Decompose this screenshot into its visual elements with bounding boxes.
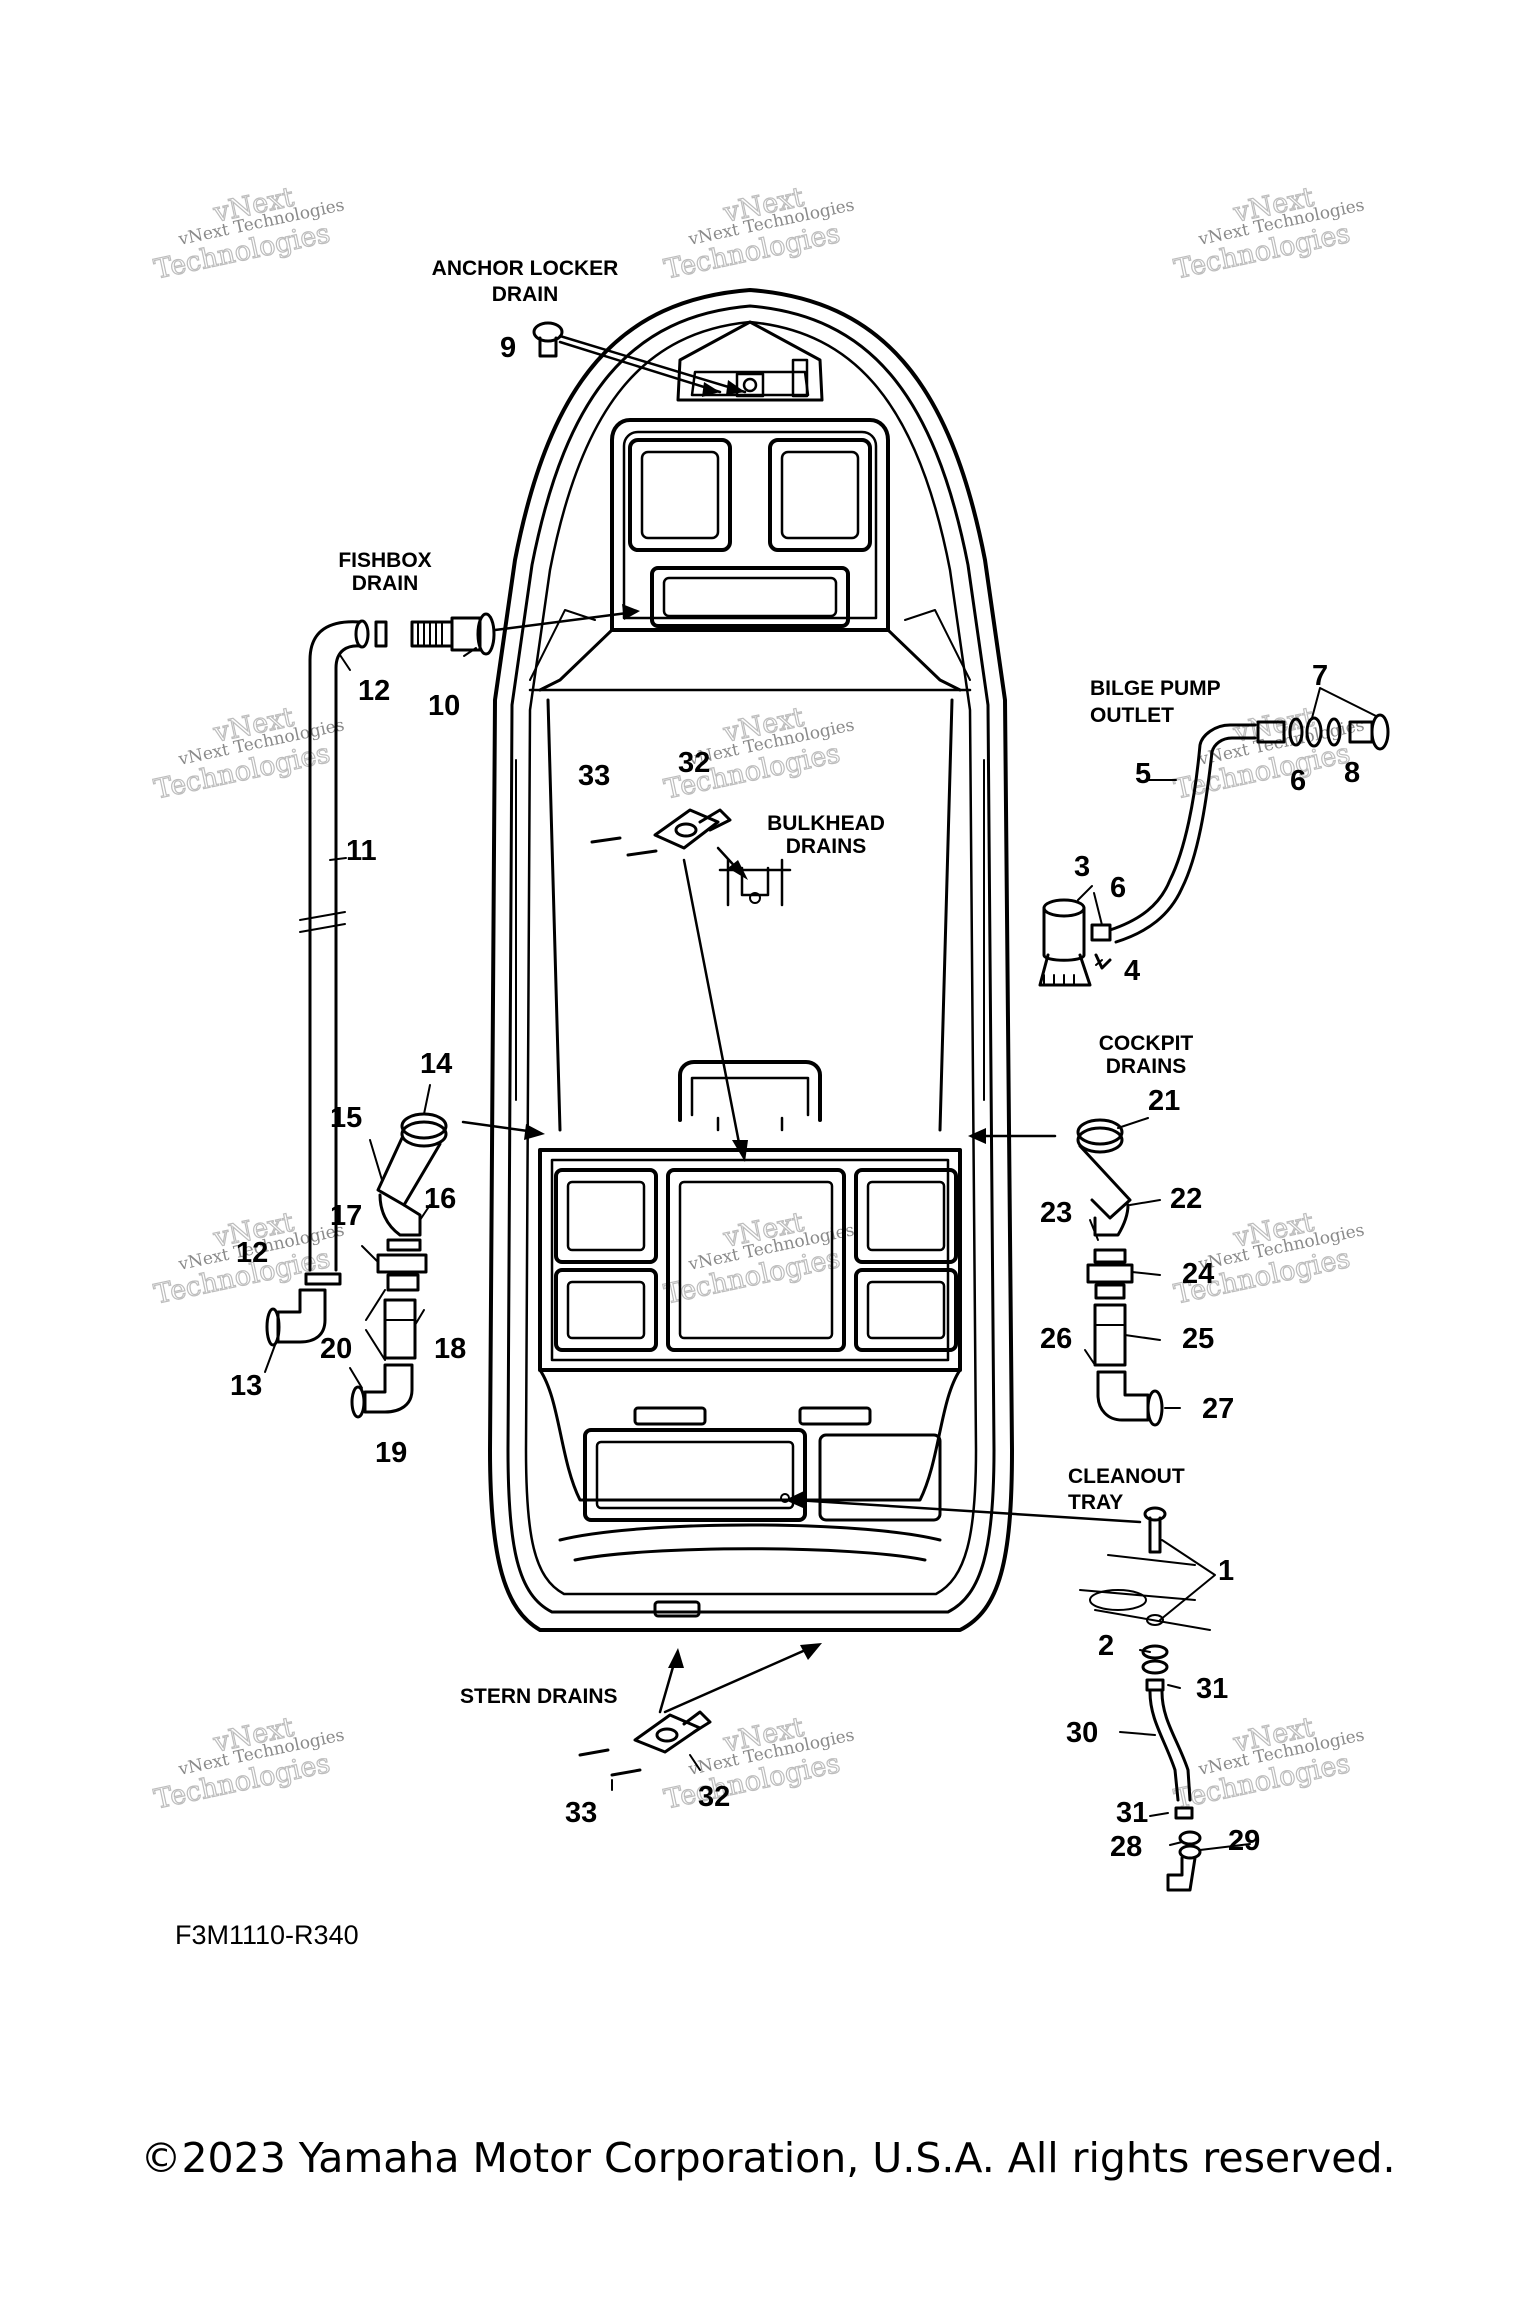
part-number: 25 xyxy=(1182,1323,1214,1355)
watermark: vNext Technologies vNext Technologies xyxy=(661,1711,856,1816)
part-number-labels: 9 12 10 11 33 32 7 5 6 8 3 6 4 14 15 16 … xyxy=(230,332,1360,1863)
part-number: 12 xyxy=(358,675,390,707)
part-number: 20 xyxy=(320,1333,352,1365)
drain-screw-9 xyxy=(532,321,564,358)
callout-cleanout-tray-2: TRAY xyxy=(1068,1491,1123,1514)
elbow-fitting-13 xyxy=(265,1288,327,1347)
watermark: vNext Technologies vNext Technologies xyxy=(1171,181,1366,286)
part-number: 3 xyxy=(1074,851,1090,883)
callout-bulkhead-drains-2: DRAINS xyxy=(786,835,867,858)
part-number: 29 xyxy=(1228,1825,1260,1857)
bilge-hose-5 xyxy=(1108,723,1257,944)
cleanout-tray-assembly xyxy=(1079,1506,1211,1892)
part-number: 10 xyxy=(428,690,460,722)
part-number: 31 xyxy=(1116,1797,1148,1829)
stern-drain-plate-32 xyxy=(633,1710,712,1754)
part-number: 30 xyxy=(1066,1717,1098,1749)
callout-cockpit-drains-2: DRAINS xyxy=(1106,1055,1187,1078)
clamp-12-lower xyxy=(304,1272,342,1286)
part-number: 4 xyxy=(1124,955,1140,987)
watermark: vNext Technologies vNext Technologies xyxy=(151,1711,346,1816)
part-number: 28 xyxy=(1110,1831,1142,1863)
part-number: 6 xyxy=(1110,872,1126,904)
callout-anchor-locker-drain: ANCHOR LOCKER xyxy=(432,257,619,280)
part-number: 33 xyxy=(565,1797,597,1829)
part-number: 19 xyxy=(375,1437,407,1469)
bilge-pump-3 xyxy=(1038,898,1112,987)
callout-bilge-pump-outlet-2: OUTLET xyxy=(1090,704,1174,727)
watermark: vNext Technologies vNext Technologies xyxy=(661,181,856,286)
part-number: 32 xyxy=(698,1781,730,1813)
callout-bilge-pump-outlet: BILGE PUMP xyxy=(1090,677,1221,700)
part-number: 2 xyxy=(1098,1630,1114,1662)
part-number: 8 xyxy=(1344,757,1360,789)
part-number: 12 xyxy=(236,1237,268,1269)
part-number: 21 xyxy=(1148,1085,1180,1117)
part-number: 33 xyxy=(578,760,610,792)
callout-stern-drains: STERN DRAINS xyxy=(460,1685,618,1708)
part-number: 6 xyxy=(1290,765,1306,797)
diagram-code: F3M1110-R340 xyxy=(175,1920,359,1950)
callout-fishbox-drain-2: DRAIN xyxy=(352,572,419,595)
part-number: 17 xyxy=(330,1200,362,1232)
bulkhead-drain-plate-32 xyxy=(653,808,732,850)
part-number: 13 xyxy=(230,1370,262,1402)
screw-33-stern xyxy=(578,1748,642,1777)
cockpit-drain-assembly-left xyxy=(350,1112,448,1419)
parts xyxy=(265,321,1390,1892)
part-number: 7 xyxy=(1312,660,1328,692)
part-number: 11 xyxy=(346,835,377,867)
part-number: 18 xyxy=(434,1333,466,1365)
part-number: 27 xyxy=(1202,1393,1234,1425)
boat-hull xyxy=(488,288,1014,1632)
part-number: 22 xyxy=(1170,1183,1202,1215)
callout-bulkhead-drains: BULKHEAD xyxy=(767,812,885,835)
callout-cockpit-drains: COCKPIT xyxy=(1099,1032,1194,1055)
cockpit-drain-assembly-right xyxy=(1076,1118,1164,1427)
fishbox-drain-plug-10 xyxy=(410,612,496,656)
callout-labels: ANCHOR LOCKER DRAIN FISHBOX DRAIN BILGE … xyxy=(338,257,1220,1708)
part-number: 24 xyxy=(1182,1258,1214,1290)
leader-lines xyxy=(264,334,1377,1851)
callout-anchor-locker-drain-2: DRAIN xyxy=(492,283,559,306)
part-number: 9 xyxy=(500,332,516,364)
hose-11 xyxy=(299,619,370,1272)
callout-fishbox-drain: FISHBOX xyxy=(338,549,431,572)
part-number: 15 xyxy=(330,1102,362,1134)
clamp-12 xyxy=(374,620,388,648)
part-number: 31 xyxy=(1196,1673,1228,1705)
part-number: 1 xyxy=(1218,1555,1234,1587)
watermark: vNext Technologies vNext Technologies xyxy=(151,701,346,806)
part-number: 26 xyxy=(1040,1323,1072,1355)
watermark: vNext Technologies vNext Technologies xyxy=(1171,1711,1366,1816)
part-number: 16 xyxy=(424,1183,456,1215)
callout-cleanout-tray: CLEANOUT xyxy=(1068,1465,1185,1488)
part-number: 32 xyxy=(678,747,710,779)
copyright-notice: ©2023 Yamaha Motor Corporation, U.S.A. A… xyxy=(140,2134,1396,2182)
part-number: 14 xyxy=(420,1048,452,1080)
part-number: 23 xyxy=(1040,1197,1072,1229)
watermark: vNext Technologies vNext Technologies xyxy=(151,181,346,286)
part-number: 5 xyxy=(1135,758,1151,790)
bilge-outlet-fitting xyxy=(1256,713,1390,751)
screw-33 xyxy=(590,836,658,857)
